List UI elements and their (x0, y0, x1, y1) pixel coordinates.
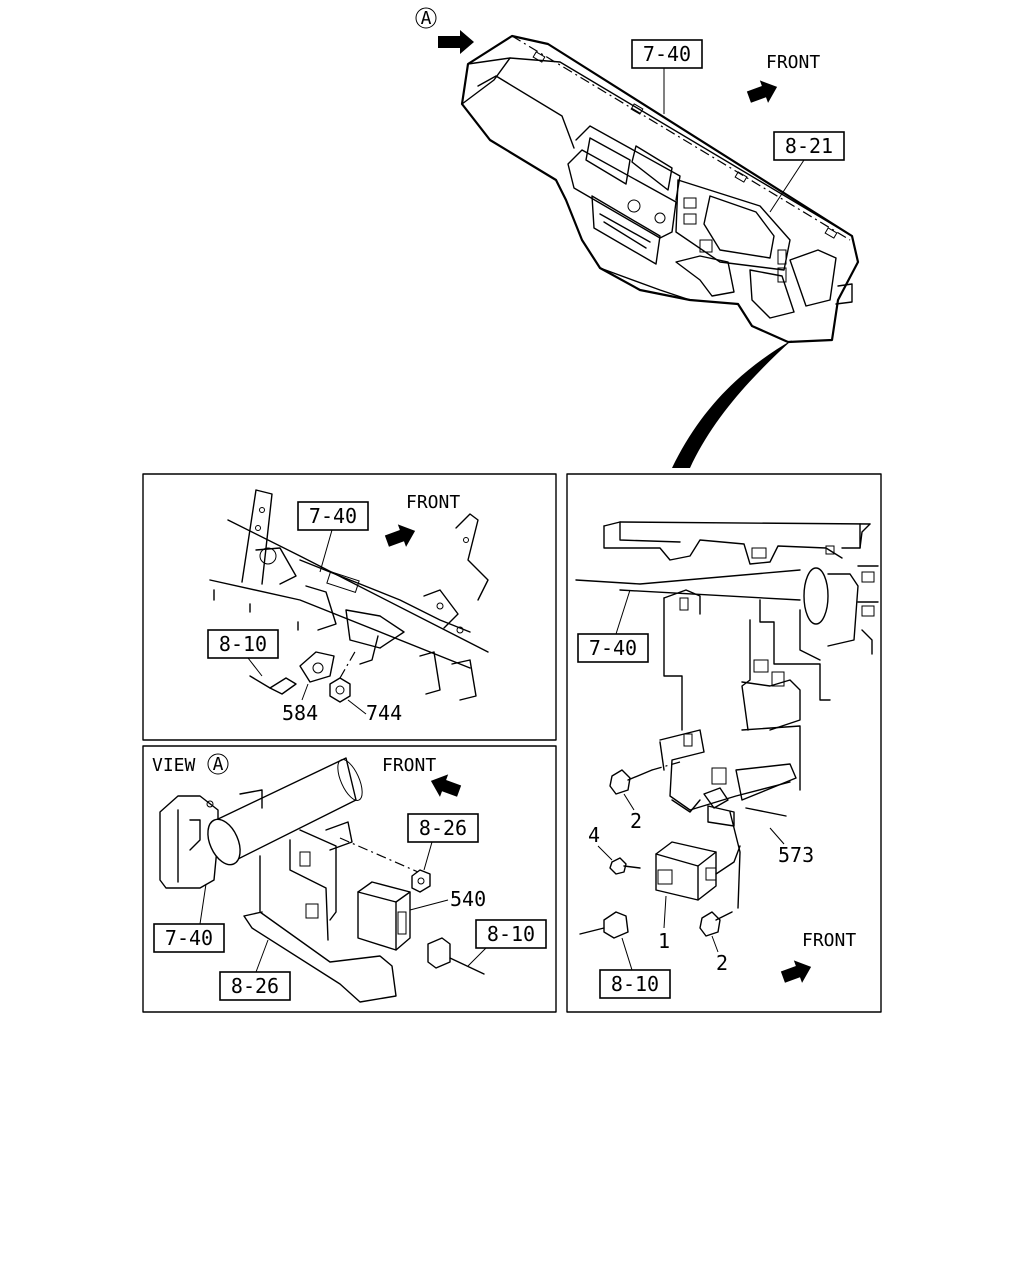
front-label-top: FRONT (766, 52, 820, 73)
callout-sweep (672, 340, 792, 468)
ref-8-26-bottom: 8-26 (231, 974, 279, 998)
ref-8-26-top: 8-26 (419, 816, 467, 840)
ref-7-40-lt: 7-40 (309, 504, 357, 528)
ref-box-8-10-lt (207, 629, 279, 659)
panel-frame (566, 473, 882, 1013)
ref-8-10-lt: 8-10 (219, 632, 267, 656)
bolt-2-bottom (699, 911, 721, 937)
ref-7-40-r: 7-40 (589, 636, 637, 660)
front-label-lb: FRONT (382, 755, 436, 776)
ref-box-7-40-r (577, 633, 649, 663)
detail-panel-left-bottom: VIEW A FRONT 8-2 (142, 745, 557, 1013)
part-2-top-label: 2 (630, 809, 642, 833)
instrument-panel-assembly: A 7- (415, 7, 860, 468)
part-540-module (357, 881, 411, 951)
ref-8-10-lb: 8-10 (487, 922, 535, 946)
ref-box-8-10-lb (475, 919, 547, 949)
front-arrow-icon (780, 960, 812, 983)
connector-8-10-r (603, 911, 629, 939)
ref-box-8-10-r (599, 969, 671, 999)
ref-box-8-21 (773, 131, 845, 161)
front-arrow-icon (746, 80, 778, 103)
view-a-marker-circle (207, 753, 229, 775)
part-744-label: 744 (366, 701, 402, 725)
ref-8-21: 8-21 (785, 134, 833, 158)
detail-panel-right: 7-40 2 4 573 1 2 FRONT 8-10 (566, 473, 882, 1013)
part-584-switch (299, 651, 335, 683)
part-744-nut (329, 677, 351, 703)
front-arrow-icon (384, 524, 416, 547)
view-title: VIEW (152, 755, 196, 776)
part-4-label: 4 (588, 823, 600, 847)
front-label-lt: FRONT (406, 492, 460, 513)
panel-frame (142, 745, 557, 1013)
ref-7-40-top: 7-40 (643, 42, 691, 66)
front-arrow-icon (430, 774, 462, 797)
part-2-bottom-label: 2 (716, 951, 728, 975)
part-540-label: 540 (450, 887, 486, 911)
ref-box-7-40-lb (153, 923, 225, 953)
view-a-marker-circle (415, 7, 437, 29)
panel-frame (142, 473, 557, 741)
ref-box-7-40-lt (297, 501, 369, 531)
view-a-marker-lb: A (213, 754, 224, 775)
part-1-relay (655, 841, 717, 901)
front-label-r: FRONT (802, 930, 856, 951)
view-a-arrow-icon (438, 30, 474, 54)
connector-8-10 (427, 937, 451, 969)
ref-box-7-40-top (631, 39, 703, 69)
ref-8-10-r: 8-10 (611, 972, 659, 996)
detail-panel-left-top: 7-40 8-10 FRONT 584 744 (142, 473, 557, 741)
ref-box-8-26-top (407, 813, 479, 843)
view-a-marker: A (421, 8, 432, 29)
part-584-label: 584 (282, 701, 318, 725)
nut-8-26 (411, 869, 431, 893)
screw-4 (609, 857, 627, 875)
ref-7-40-lb: 7-40 (165, 926, 213, 950)
part-573-label: 573 (778, 843, 814, 867)
ref-box-8-26-bottom (219, 971, 291, 1001)
leader-line (769, 159, 805, 213)
part-1-label: 1 (658, 929, 670, 953)
bolt-2-top (609, 769, 631, 795)
